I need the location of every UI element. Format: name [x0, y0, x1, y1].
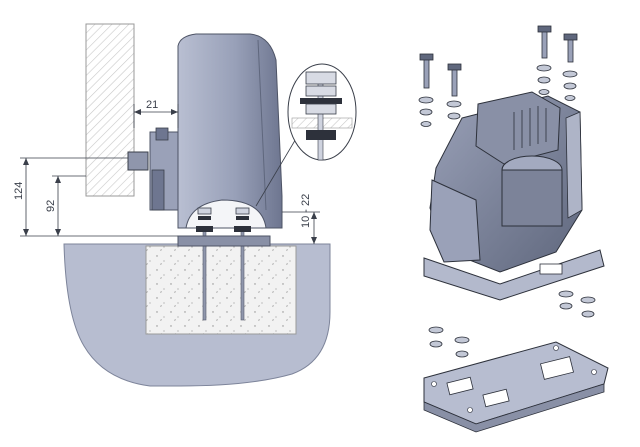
motor-cylinder	[501, 169, 563, 227]
detail-nut-top	[305, 71, 337, 85]
pinion	[151, 169, 165, 211]
detail-washer	[300, 98, 342, 104]
motor-top-block	[475, 91, 561, 165]
motor-housing	[177, 33, 283, 229]
section-view: 21 124 92 10 - 22	[13, 23, 357, 387]
side-panel	[565, 111, 583, 219]
exploded-view	[418, 25, 609, 433]
motor-seam	[257, 39, 267, 211]
dimension-lines	[20, 104, 320, 244]
detail-nut-2	[305, 85, 337, 97]
motor-base-flange	[423, 249, 605, 301]
washer-left	[198, 216, 211, 220]
limit-switch	[155, 127, 169, 141]
nut-right-top	[235, 207, 250, 215]
detail-nut-bottom	[306, 130, 336, 140]
plate-slot-left	[446, 376, 474, 396]
base-plate	[177, 235, 271, 247]
dimension-arrows	[23, 109, 317, 244]
washer-right	[236, 216, 249, 220]
plate-holes	[431, 345, 597, 413]
cooling-fins	[513, 106, 547, 150]
gearbox	[429, 179, 481, 263]
detail-callout	[287, 63, 357, 161]
plate-slot-center	[482, 388, 510, 408]
nut-right-bottom	[234, 226, 251, 232]
plate-slot-right	[540, 356, 574, 380]
dim-92-label: 92	[45, 200, 57, 212]
dim-10-22-label: 10 - 22	[300, 194, 312, 228]
bottom-nuts	[428, 290, 596, 358]
dim-21-label: 21	[146, 99, 158, 111]
flange-slot	[539, 263, 563, 275]
top-screws	[419, 25, 578, 97]
foundation-plate-edge	[423, 383, 605, 433]
detail-nut-3	[305, 103, 337, 115]
top-washers	[418, 64, 578, 127]
cutout-window	[185, 199, 267, 229]
wall-section	[85, 23, 135, 197]
nut-left-top	[197, 207, 212, 215]
concrete-texture	[146, 246, 296, 334]
dim-124-label: 124	[13, 182, 25, 200]
rack-bracket	[127, 151, 149, 171]
nut-left-bottom	[196, 226, 213, 232]
